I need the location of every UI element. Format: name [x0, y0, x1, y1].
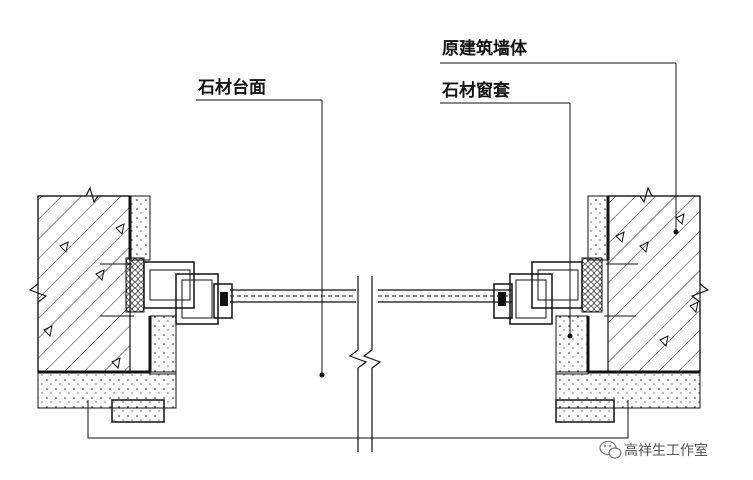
right-glazing-bead [493, 283, 513, 319]
left-aggregate-2 [95, 269, 105, 282]
right-plaster-left [587, 195, 609, 261]
left-wall-concrete [37, 195, 131, 373]
label-stone-window-casing: 石材窗套 [441, 80, 511, 101]
right-aggregate-1 [675, 213, 685, 226]
right-window-frame [493, 257, 603, 325]
label-original-wall: 原建筑墙体 [442, 38, 528, 59]
left-aggregate-1 [59, 241, 69, 254]
right-wall [555, 186, 710, 423]
right-aggregate-2 [639, 241, 649, 254]
left-top-break [38, 186, 130, 204]
right-seal [498, 292, 506, 306]
label-stone-countertop: 石材台面 [197, 77, 266, 98]
left-countertop-block [111, 399, 165, 423]
left-aggregate-3 [43, 325, 53, 338]
right-frame-outer [531, 261, 583, 309]
right-frame-profile [515, 269, 579, 319]
right-wall-concrete [607, 195, 701, 373]
left-aggregate-4 [115, 223, 125, 236]
left-wall [28, 186, 177, 423]
glass-pane [230, 289, 512, 303]
right-frame-inner [509, 273, 553, 325]
left-insulation [125, 257, 145, 313]
right-aggregate-3 [689, 301, 699, 314]
left-aggregate-5 [111, 357, 121, 370]
right-insulation [581, 257, 603, 313]
right-plaster-jamb [555, 315, 589, 375]
wechat-icon [599, 440, 622, 459]
center-break-line [348, 276, 382, 452]
right-break-line [690, 196, 710, 372]
leader-wall-dot [673, 229, 679, 235]
leader-countertop-dot [319, 372, 325, 378]
leader-lines [196, 62, 679, 378]
left-frame-inner [175, 273, 219, 325]
right-aggregate-4 [615, 231, 625, 244]
left-window-frame [125, 257, 233, 325]
left-frame-profile [149, 269, 213, 319]
left-glazing-bead [213, 283, 233, 319]
left-plaster-right [129, 195, 151, 261]
watermark: 高祥生工作室 [599, 440, 708, 459]
right-top-break [608, 186, 700, 204]
bottom-bracket-line [87, 400, 629, 439]
right-countertop-block [555, 399, 615, 423]
leader-casing-dot [567, 333, 573, 339]
left-seal [220, 292, 228, 306]
left-break-line [28, 196, 48, 372]
right-aggregate-5 [659, 335, 669, 348]
watermark-text: 高祥生工作室 [624, 442, 708, 459]
left-frame-outer [143, 261, 195, 309]
left-plaster-jamb [149, 315, 177, 375]
